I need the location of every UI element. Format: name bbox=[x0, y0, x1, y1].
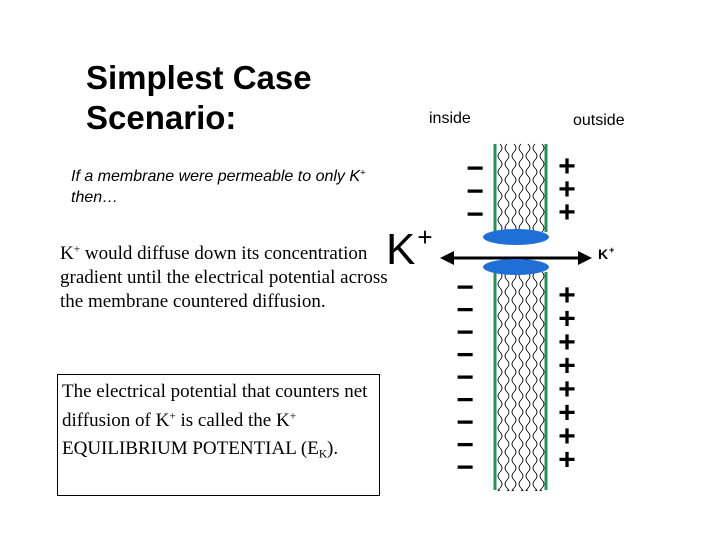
plus-sign: + bbox=[558, 150, 576, 183]
lipid-tail-upper bbox=[525, 143, 531, 233]
plus-sign: + bbox=[558, 196, 576, 229]
definition-box bbox=[57, 374, 380, 496]
paragraph-ion: K bbox=[60, 243, 74, 264]
intro-text: If a membrane were permeable to only K bbox=[71, 168, 361, 185]
diffusion-paragraph: K+ would diffuse down its concentration … bbox=[60, 242, 390, 314]
lipid-tail-lower bbox=[539, 271, 545, 492]
lipid-tail-lower bbox=[518, 271, 524, 492]
minus-sign: − bbox=[466, 175, 484, 208]
plus-sign: + bbox=[558, 373, 576, 406]
plus-sign: + bbox=[558, 303, 576, 336]
intro-superscript: + bbox=[360, 167, 366, 179]
paragraph-superscript: + bbox=[73, 243, 81, 256]
plus-sign: + bbox=[558, 444, 576, 477]
plus-sign: + bbox=[558, 420, 576, 453]
definition-part: EQUILIBRIUM POTENTIAL (E bbox=[62, 438, 319, 459]
definition-superscript: + bbox=[169, 410, 176, 423]
lipid-tail-lower bbox=[511, 271, 517, 492]
definition-part: The electrical potential that counters n… bbox=[62, 381, 368, 431]
title-line-1: Simplest Case bbox=[86, 59, 312, 96]
ion-symbol: K bbox=[386, 225, 416, 274]
intro-note: If a membrane were permeable to only K+ … bbox=[71, 166, 391, 208]
minus-sign: − bbox=[456, 271, 474, 304]
lipid-tail-upper bbox=[518, 143, 524, 233]
minus-sign: − bbox=[456, 361, 474, 394]
minus-sign: − bbox=[456, 451, 474, 484]
minus-sign: − bbox=[456, 429, 474, 462]
ion-charge: + bbox=[609, 245, 615, 255]
potassium-ion-large: K+ bbox=[386, 224, 433, 274]
minus-sign: − bbox=[456, 384, 474, 417]
plus-sign: + bbox=[558, 397, 576, 430]
minus-sign: − bbox=[456, 294, 474, 327]
plus-sign: + bbox=[558, 279, 576, 312]
definition-part: ). bbox=[327, 438, 339, 459]
slide-title: Simplest Case Scenario: bbox=[86, 58, 386, 138]
lipid-tail-upper bbox=[532, 143, 538, 233]
lipid-tail-lower bbox=[497, 271, 503, 492]
lipid-tail-upper bbox=[504, 143, 510, 233]
paragraph-text: would diffuse down its concentration gra… bbox=[60, 243, 388, 312]
lipid-tail-lower bbox=[525, 271, 531, 492]
definition-text: The electrical potential that counters n… bbox=[62, 378, 380, 464]
intro-text-end: then… bbox=[71, 189, 119, 206]
lipid-bilayer bbox=[493, 143, 548, 492]
channel-protein-upper bbox=[483, 229, 549, 245]
lipid-tail-upper bbox=[497, 143, 503, 233]
arrow-head-right bbox=[578, 251, 592, 265]
ion-symbol: K bbox=[598, 246, 609, 262]
definition-part: is called the K bbox=[175, 409, 290, 431]
outside-label: outside bbox=[573, 112, 625, 129]
lipid-tail-lower bbox=[504, 271, 510, 492]
plus-sign: + bbox=[558, 350, 576, 383]
lipid-tail-lower bbox=[532, 271, 538, 492]
plus-sign: + bbox=[558, 326, 576, 359]
definition-superscript: + bbox=[289, 410, 297, 423]
minus-sign: − bbox=[456, 316, 474, 349]
ion-charge: + bbox=[417, 222, 433, 252]
minus-sign: − bbox=[456, 406, 474, 439]
lipid-tail-upper bbox=[539, 143, 545, 233]
minus-sign: − bbox=[456, 339, 474, 372]
arrow-head-left bbox=[440, 251, 454, 265]
lipid-tail-upper bbox=[511, 143, 517, 233]
channel-protein-lower bbox=[483, 259, 549, 275]
plus-sign: + bbox=[558, 173, 576, 206]
membrane-charges: −−−+++−−−−−−−−−++++++++ bbox=[456, 150, 576, 484]
minus-sign: − bbox=[466, 198, 484, 231]
definition-subscript: K bbox=[318, 448, 328, 461]
minus-sign: − bbox=[466, 152, 484, 185]
title-line-2: Scenario: bbox=[86, 99, 237, 136]
potassium-ion-small: K+ bbox=[598, 245, 615, 263]
inside-label: inside bbox=[429, 110, 471, 127]
